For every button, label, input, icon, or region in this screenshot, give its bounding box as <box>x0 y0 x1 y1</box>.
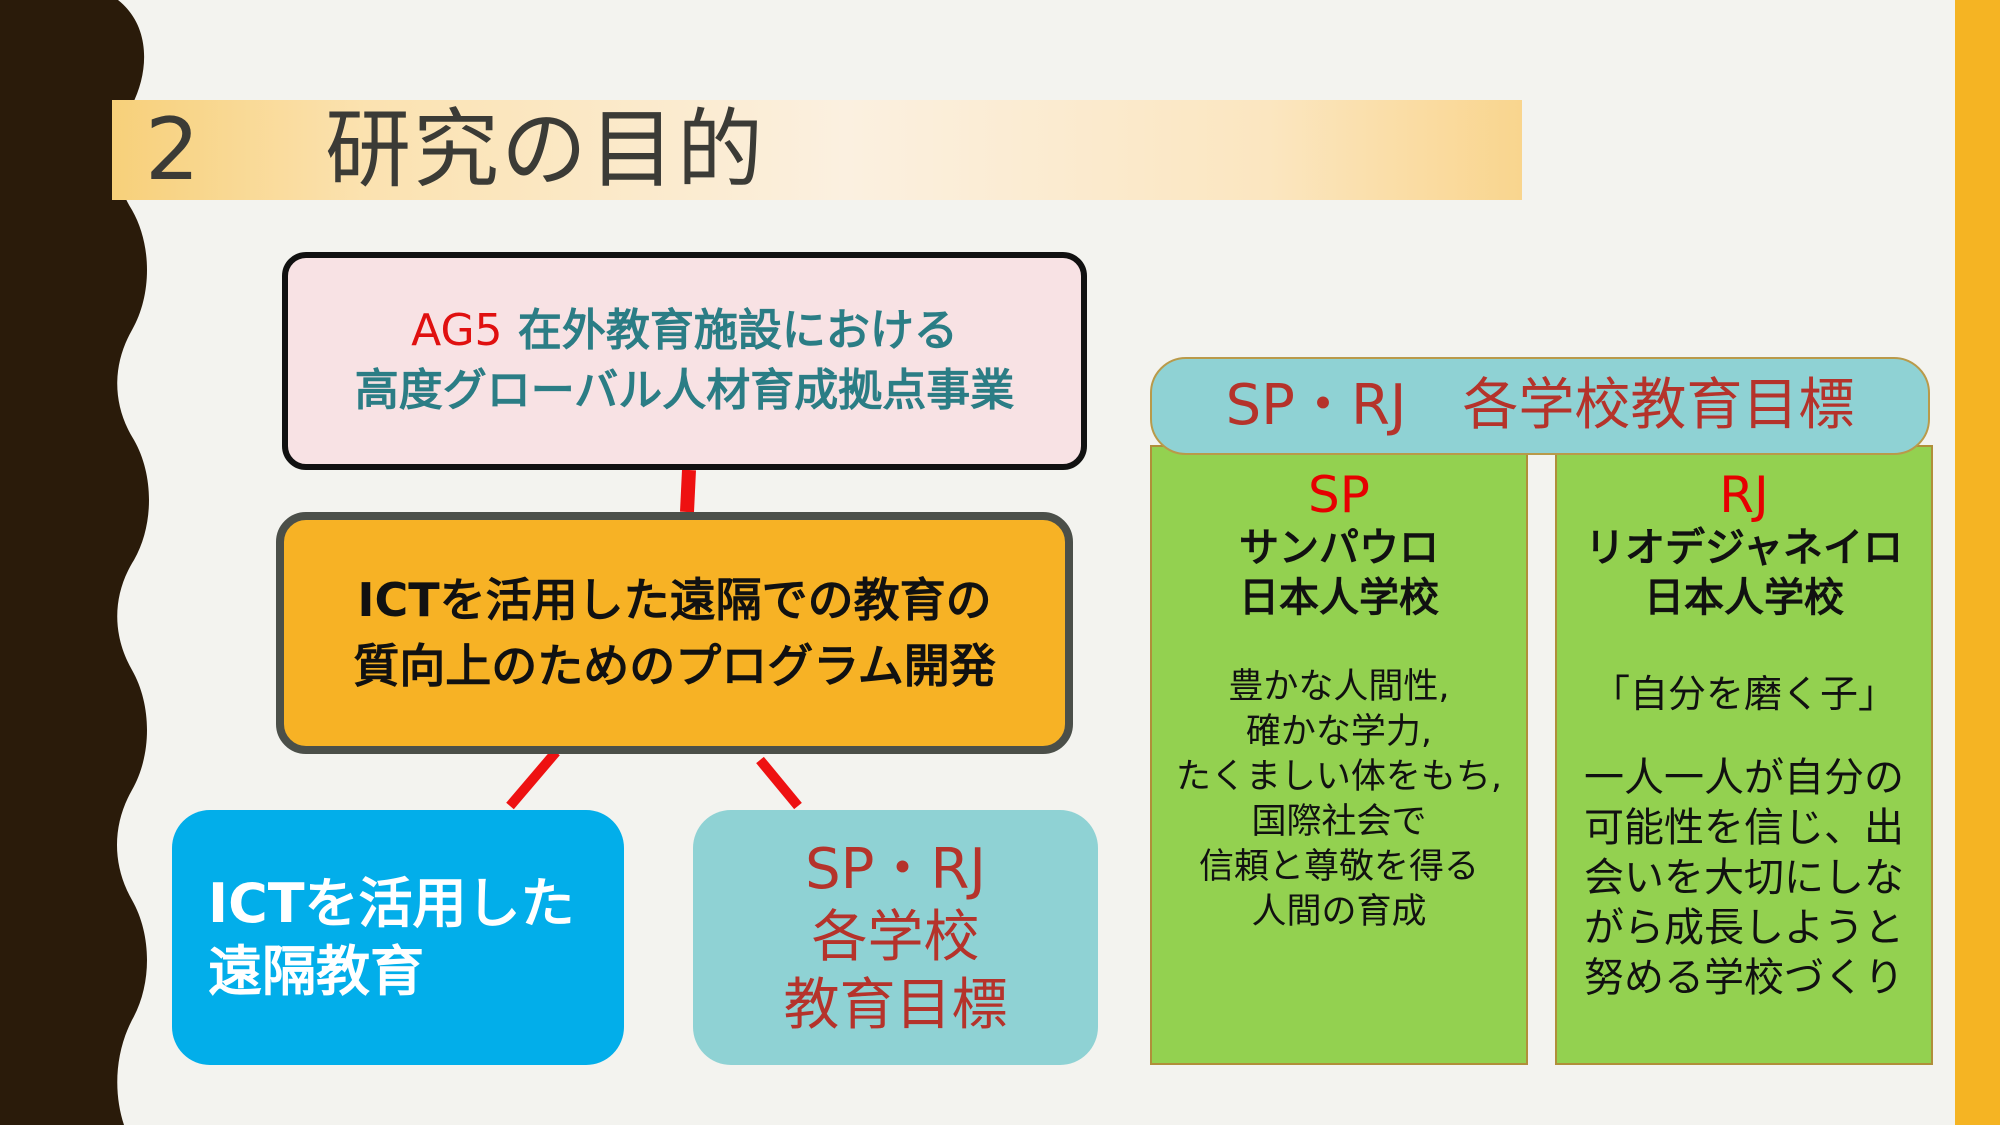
sp-motto: 豊かな人間性, 確かな学力, たくましい体をもち, 国際社会で 信頼と尊敬を得る… <box>1176 665 1502 935</box>
connector-center-goals <box>756 756 802 810</box>
sp-motto-line: 人間の育成 <box>1251 892 1427 932</box>
rj-motto-line: がら成長しようと <box>1584 905 1904 951</box>
connector-center-ict <box>506 748 560 810</box>
sp-motto-line: 国際社会で <box>1251 802 1427 842</box>
goals-line3: 教育目標 <box>783 972 1008 1038</box>
slide-number: 2 <box>145 100 200 200</box>
slide-title: 研究の目的 <box>325 100 765 200</box>
center-line2: 質向上のためのプログラム開発 <box>353 639 996 693</box>
sp-school-column: SP サンパウロ 日本人学校 豊かな人間性, 確かな学力, たくましい体をもち,… <box>1150 445 1528 1065</box>
rj-school-column: RJ リオデジャネイロ 日本人学校 「自分を磨く子」 一人一人が自分の 可能性を… <box>1555 445 1933 1065</box>
rj-motto-line: 可能性を信じ、出 <box>1584 805 1904 851</box>
sp-abbr: SP <box>1308 466 1370 524</box>
sp-motto-line: 信頼と尊敬を得る <box>1198 847 1479 887</box>
ag5-line2: 高度グローバル人材育成拠点事業 <box>354 365 1015 416</box>
rj-name-line1: リオデジャネイロ <box>1585 525 1903 571</box>
rj-quote: 「自分を磨く子」 <box>1591 672 1896 716</box>
sp-motto-line: 確かな学力, <box>1245 712 1433 752</box>
rj-motto-line: 会いを大切にしな <box>1584 855 1904 901</box>
goals-line2: 各学校 <box>811 904 980 970</box>
rj-abbr: RJ <box>1719 466 1769 524</box>
ag5-line1-text: 在外教育施設における <box>517 305 958 356</box>
rj-motto: 一人一人が自分の 可能性を信じ、出 会いを大切にしな がら成長しようと 努める学… <box>1584 753 1904 1003</box>
center-line1: ICTを活用した遠隔での教育の <box>357 573 992 627</box>
school-goals-box: SP・RJ 各学校 教育目標 <box>693 810 1098 1065</box>
school-goals-header: SP・RJ 各学校教育目標 <box>1150 357 1930 455</box>
rj-motto-line: 一人一人が自分の <box>1584 755 1904 801</box>
right-accent-bar <box>1955 0 2000 1125</box>
ag5-code: AG5 <box>411 305 503 356</box>
sp-name-line1: サンパウロ <box>1239 525 1439 571</box>
ict-remote-education-box: ICTを活用した 遠隔教育 <box>172 810 624 1065</box>
sp-motto-line: 豊かな人間性, <box>1228 667 1450 707</box>
rj-motto-line: 努める学校づくり <box>1584 955 1904 1001</box>
left-wavy-border <box>0 0 149 1125</box>
rj-name-line2: 日本人学校 <box>1644 575 1844 621</box>
goals-line1: SP・RJ <box>805 836 986 902</box>
ag5-project-box: AG5 在外教育施設における 高度グローバル人材育成拠点事業 <box>282 252 1087 470</box>
sp-motto-line: たくましい体をもち, <box>1175 757 1503 797</box>
ict-line1: ICTを活用した <box>208 871 575 935</box>
ag5-line1: AG5 在外教育施設における <box>411 301 958 361</box>
program-development-box: ICTを活用した遠隔での教育の 質向上のためのプログラム開発 <box>276 512 1073 754</box>
connector-ag5-center <box>680 469 696 513</box>
title-band <box>112 100 1522 200</box>
sp-name-line2: 日本人学校 <box>1239 575 1439 621</box>
ict-line2: 遠隔教育 <box>208 939 424 1003</box>
